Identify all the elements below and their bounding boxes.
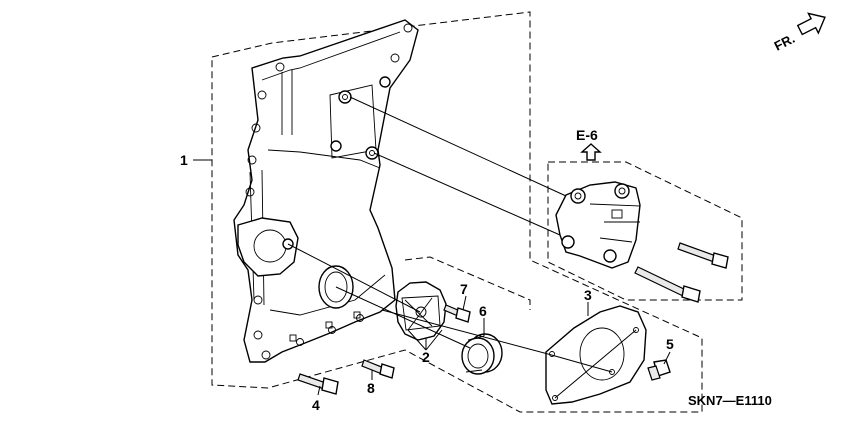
callout-6: 6 [479,303,487,319]
chain-case-cover [233,19,419,363]
crank-cover-plate [545,305,647,405]
plate-bolt [647,359,671,381]
tensioner-cover [395,281,447,341]
diagram-code: SKN7—E1110 [688,393,772,408]
reference-label: E-6 [576,127,598,143]
assembly-frame-inner [404,256,531,310]
callout-3: 3 [584,287,592,303]
callout-8: 8 [367,380,375,396]
callout-1: 1 [180,152,188,168]
cover-bolt [443,304,471,323]
callout-2: 2 [422,349,430,365]
flange-bolt-holes [245,23,413,360]
engine-mount-bracket [555,181,641,269]
bracket-bolt-upper [677,242,729,269]
flange-bolt [361,359,395,379]
oil-seal [461,333,503,375]
front-direction-arrow-icon [796,12,826,36]
reference-up-arrow-icon [580,143,602,161]
bracket-bolt-lower [634,266,701,303]
assembly-frame-main [211,11,703,413]
callout-5: 5 [666,336,674,352]
callout-7: 7 [460,281,468,297]
callout-4: 4 [312,397,320,413]
stud-bolt [297,373,339,395]
assembly-frame-bracket [547,161,743,301]
direction-label: FR. [772,31,797,54]
leader-lines [193,96,671,399]
